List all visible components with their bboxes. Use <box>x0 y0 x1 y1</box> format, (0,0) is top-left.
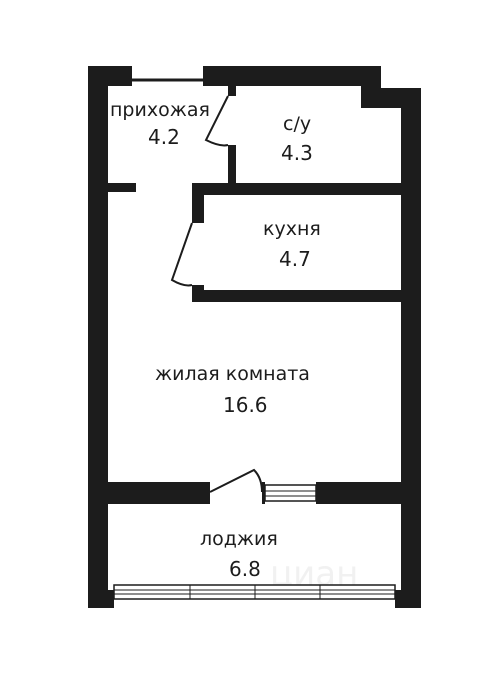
hallway-area: 4.2 <box>148 125 180 149</box>
living-room-area: 16.6 <box>223 393 268 417</box>
kitchen-name: кухня <box>263 218 321 240</box>
bathroom-name: с/у <box>283 113 311 135</box>
outer-walls <box>88 66 421 608</box>
loggia-window <box>113 584 396 600</box>
bathroom-area: 4.3 <box>281 141 313 165</box>
door-swings <box>170 95 263 493</box>
living-room-name: жилая комната <box>155 363 310 385</box>
hallway-name: прихожая <box>110 99 210 121</box>
loggia-area: 6.8 <box>229 557 261 581</box>
interior-walls <box>108 86 401 504</box>
loggia-name: лоджия <box>200 528 278 550</box>
kitchen-area: 4.7 <box>279 247 311 271</box>
loggia-door-frame <box>264 484 317 502</box>
